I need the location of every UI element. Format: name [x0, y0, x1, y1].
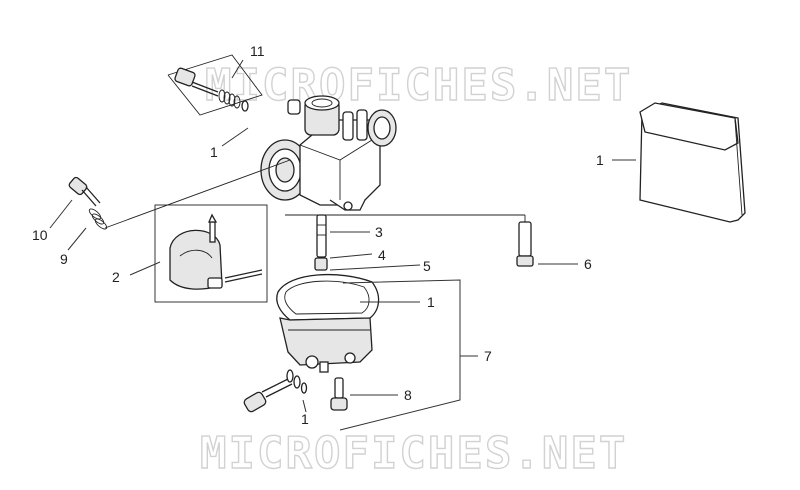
repair-kit-envelope: [639, 102, 746, 223]
leader-lines: [49, 59, 636, 413]
callout-6: 6: [584, 256, 592, 272]
callout-8: 8: [404, 387, 412, 403]
drain-screw-assembly: [243, 369, 308, 413]
carburetor-body: [260, 95, 397, 211]
callout-1-kit: 1: [596, 152, 604, 168]
main-jet: [314, 257, 328, 271]
callout-bracket-7: [339, 279, 461, 431]
float-assembly: [154, 204, 268, 303]
callout-2: 2: [112, 269, 120, 285]
idle-screw-assembly: [167, 54, 263, 116]
air-screw-assembly: [68, 159, 291, 230]
callout-3: 3: [375, 224, 383, 240]
callout-labels: 11 1 10 9 2 3 4 5 1 6 7 8 1 1: [32, 43, 604, 427]
callout-1-mid: 1: [427, 294, 435, 310]
jet-holder: [316, 214, 327, 258]
watermark-bottom: MICROFICHES.NET: [200, 428, 627, 479]
watermark-top: MICROFICHES.NET: [205, 60, 632, 111]
callout-10: 10: [32, 227, 48, 243]
callout-11: 11: [250, 43, 265, 59]
pilot-screw: [330, 377, 348, 411]
callout-5: 5: [423, 258, 431, 274]
callout-9: 9: [60, 251, 68, 267]
callout-1-top: 1: [210, 144, 218, 160]
needle-valve: [285, 214, 534, 267]
callout-4: 4: [378, 247, 386, 263]
float-bowl-assembly: [276, 274, 380, 373]
callout-1-bottom: 1: [301, 411, 309, 427]
callout-7: 7: [484, 348, 492, 364]
